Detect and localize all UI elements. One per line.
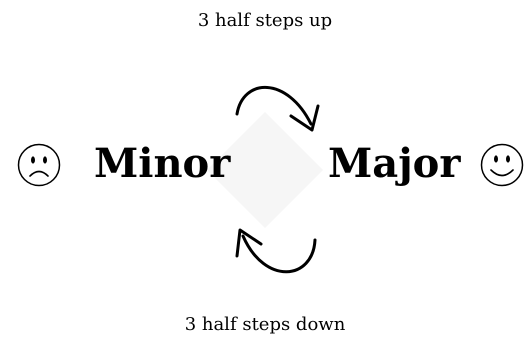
- major-label: Major: [328, 140, 461, 187]
- happy-face-icon: [480, 143, 524, 187]
- sad-face-icon: [17, 143, 61, 187]
- minor-label: Minor: [94, 140, 231, 187]
- curved-arrow-left-icon: [235, 228, 317, 274]
- top-caption: 3 half steps up: [197, 10, 333, 31]
- background-diamond-shape: [207, 112, 323, 228]
- curved-arrow-right-icon: [235, 86, 320, 132]
- bottom-caption: 3 half steps down: [184, 314, 346, 335]
